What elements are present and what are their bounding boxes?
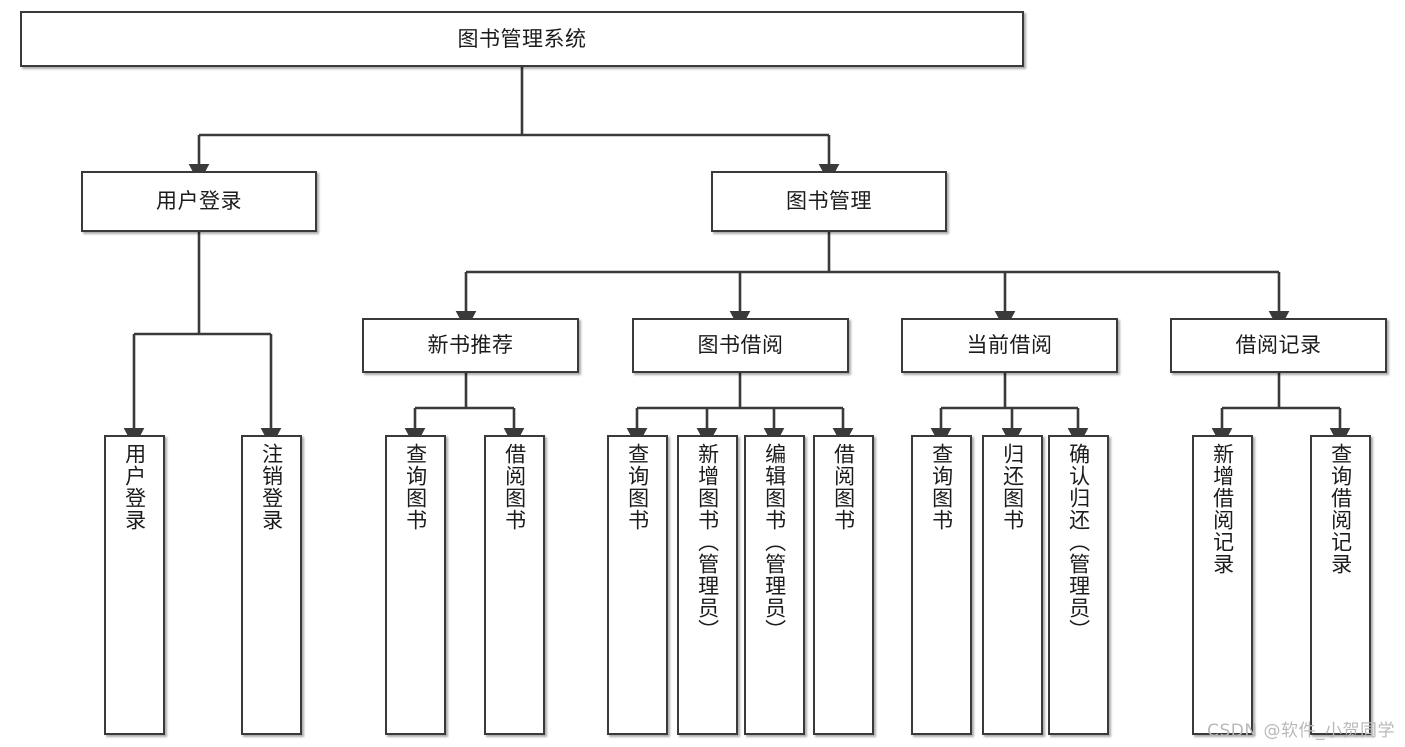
node-leaf-record-query-label: 查询借阅记录 <box>1328 443 1353 575</box>
node-borrow-record[interactable]: 借阅记录 <box>1170 318 1387 373</box>
node-leaf-recommend-query-book[interactable]: 查询图书 <box>385 435 446 735</box>
node-leaf-record-query[interactable]: 查询借阅记录 <box>1310 435 1371 735</box>
node-current-borrow[interactable]: 当前借阅 <box>901 318 1118 373</box>
node-leaf-borrow-add-book[interactable]: 新增图书（管理员） <box>677 435 738 735</box>
node-leaf-recommend-borrow-book[interactable]: 借阅图书 <box>484 435 545 735</box>
node-leaf-borrow-query-book[interactable]: 查询图书 <box>607 435 668 735</box>
node-leaf-record-add-label: 新增借阅记录 <box>1210 443 1235 575</box>
node-root[interactable]: 图书管理系统 <box>20 11 1024 67</box>
node-leaf-current-confirm-return[interactable]: 确认归还（管理员） <box>1048 435 1109 735</box>
node-current-borrow-label: 当前借阅 <box>966 333 1053 358</box>
node-leaf-borrow-borrow-book-label: 借阅图书 <box>831 443 856 531</box>
node-leaf-borrow-query-book-label: 查询图书 <box>625 443 650 531</box>
node-leaf-recommend-query-book-label: 查询图书 <box>403 443 428 531</box>
node-leaf-user-logout[interactable]: 注销登录 <box>241 435 302 735</box>
node-new-book-recommend[interactable]: 新书推荐 <box>362 318 579 373</box>
node-leaf-borrow-edit-book[interactable]: 编辑图书（管理员） <box>744 435 805 735</box>
node-borrow-record-label: 借阅记录 <box>1235 333 1322 358</box>
node-leaf-borrow-edit-book-label: 编辑图书（管理员） <box>762 443 787 641</box>
node-leaf-user-login-label: 用户登录 <box>122 443 147 531</box>
node-user-login[interactable]: 用户登录 <box>81 171 317 232</box>
node-leaf-user-login[interactable]: 用户登录 <box>104 435 165 735</box>
node-leaf-current-confirm-return-label: 确认归还（管理员） <box>1066 443 1091 641</box>
node-book-borrow-label: 图书借阅 <box>697 333 784 358</box>
node-root-label: 图书管理系统 <box>457 26 587 51</box>
node-leaf-record-add[interactable]: 新增借阅记录 <box>1192 435 1253 735</box>
node-book-management[interactable]: 图书管理 <box>711 171 947 232</box>
node-leaf-recommend-borrow-book-label: 借阅图书 <box>502 443 527 531</box>
node-leaf-current-return-book[interactable]: 归还图书 <box>982 435 1043 735</box>
node-book-borrow[interactable]: 图书借阅 <box>632 318 849 373</box>
node-user-login-label: 用户登录 <box>156 189 242 214</box>
node-new-book-recommend-label: 新书推荐 <box>427 333 514 358</box>
node-leaf-current-query-book[interactable]: 查询图书 <box>911 435 972 735</box>
node-leaf-borrow-borrow-book[interactable]: 借阅图书 <box>813 435 874 735</box>
node-book-management-label: 图书管理 <box>786 189 872 214</box>
node-leaf-current-query-book-label: 查询图书 <box>929 443 954 531</box>
node-leaf-borrow-add-book-label: 新增图书（管理员） <box>695 443 720 641</box>
node-leaf-current-return-book-label: 归还图书 <box>1000 443 1025 531</box>
node-leaf-user-logout-label: 注销登录 <box>259 443 284 531</box>
